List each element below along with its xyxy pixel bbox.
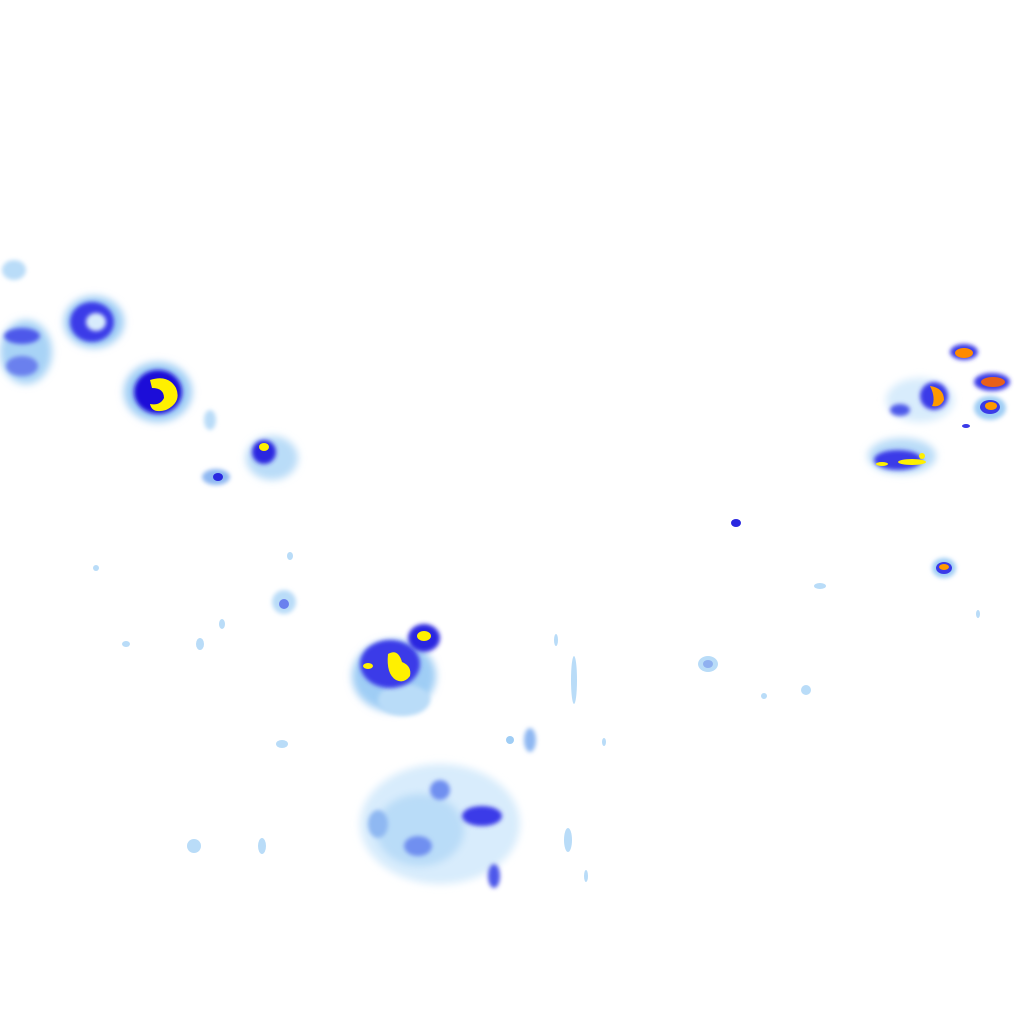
- precip-cell-south-field: [360, 728, 536, 888]
- precip-cell-east-cluster: [868, 344, 1010, 474]
- precip-cell-southeast: [932, 558, 956, 578]
- precip-cell-upper-left-ring: [64, 296, 124, 348]
- precip-scattered-light: [93, 552, 980, 882]
- precip-cell-left: [0, 320, 52, 384]
- precip-cell-isolated: [731, 519, 741, 527]
- precip-cell-far-left-top: [2, 260, 26, 280]
- precip-cell-strong-northwest: [124, 362, 216, 430]
- precip-cell-mid-left: [202, 436, 298, 485]
- precip-cell-strong-central: [352, 624, 440, 716]
